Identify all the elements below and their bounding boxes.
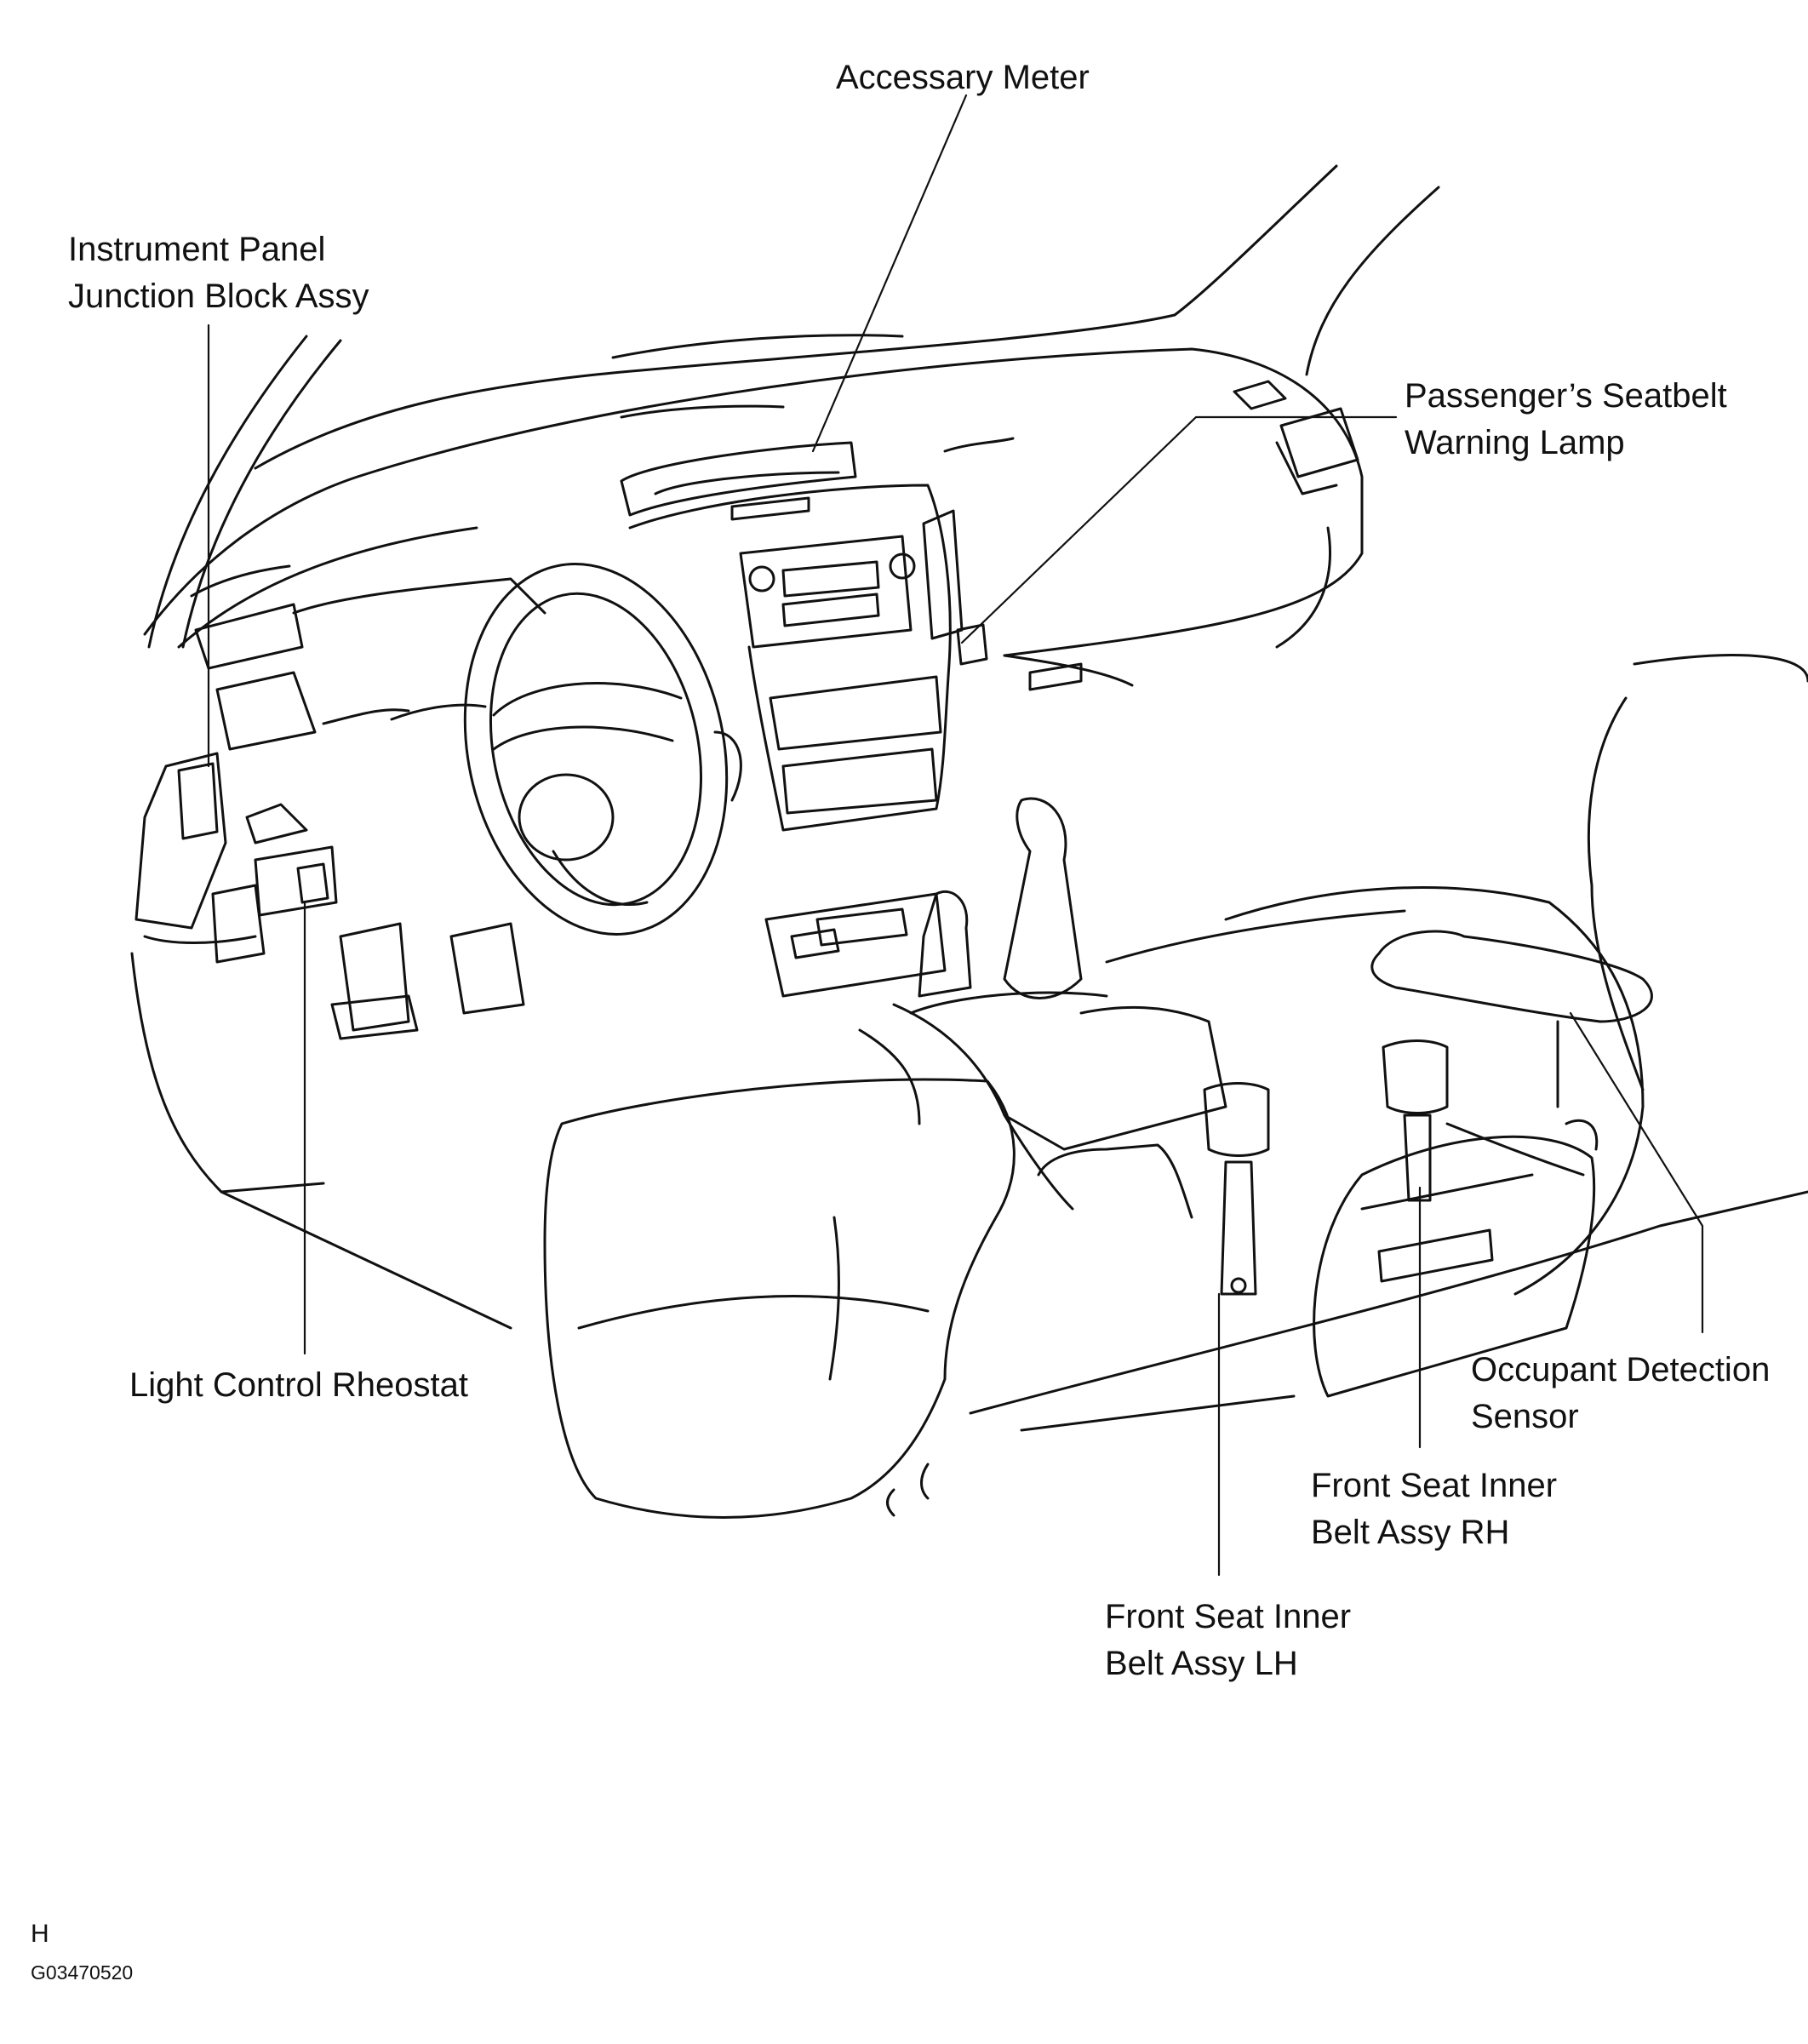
- label-junction-block: Instrument Panel Junction Block Assy: [68, 226, 369, 320]
- label-light-rheostat: Light Control Rheostat: [129, 1362, 468, 1409]
- dashboard-outline: [143, 334, 1364, 691]
- accessary-meter-housing: [620, 404, 857, 521]
- label-belt-lh: Front Seat Inner Belt Assy LH: [1105, 1594, 1351, 1687]
- label-occupant-sensor-line1: Occupant Detection: [1471, 1351, 1771, 1388]
- leader-lines: [207, 94, 1704, 1577]
- label-occupant-sensor: Occupant Detection Sensor: [1471, 1347, 1770, 1440]
- label-accessary-meter-text: Accessary Meter: [836, 59, 1090, 96]
- figure-code-text: G03470520: [31, 1961, 134, 1984]
- windshield-outline: [147, 164, 1440, 649]
- label-seatbelt-lamp: Passenger’s Seatbelt Warning Lamp: [1405, 373, 1727, 467]
- steering-wheel: [463, 563, 742, 936]
- view-letter-text: H: [31, 1920, 49, 1948]
- label-belt-rh-line2: Belt Assy RH: [1311, 1514, 1510, 1551]
- label-light-rheostat-text: Light Control Rheostat: [129, 1366, 469, 1404]
- label-belt-lh-line1: Front Seat Inner: [1105, 1598, 1352, 1635]
- label-occupant-sensor-line2: Sensor: [1471, 1398, 1579, 1435]
- label-junction-block-line2: Junction Block Assy: [68, 278, 369, 315]
- pedals: [330, 922, 525, 1040]
- leader-seatbelt-lamp: [960, 415, 1398, 644]
- label-junction-block-line1: Instrument Panel: [68, 231, 326, 268]
- occupant-detection-sensor: [1037, 930, 1653, 1219]
- label-seatbelt-lamp-line2: Warning Lamp: [1405, 424, 1625, 461]
- seatbelt-buckle-rh: [1382, 1039, 1449, 1202]
- junction-block-area: [134, 752, 338, 964]
- label-accessary-meter: Accessary Meter: [836, 54, 1090, 101]
- instrument-cluster: [190, 564, 546, 751]
- center-stack: [628, 484, 988, 832]
- label-belt-rh-line1: Front Seat Inner: [1311, 1467, 1558, 1504]
- view-letter: H: [31, 1919, 49, 1950]
- center-console: [858, 1003, 1227, 1211]
- figure-code: G03470520: [31, 1960, 133, 1985]
- label-seatbelt-lamp-line1: Passenger’s Seatbelt: [1405, 377, 1727, 415]
- passenger-seat: [1224, 654, 1808, 1398]
- driver-seat: [543, 1078, 1016, 1519]
- seatbelt-buckle-lh: [1203, 1082, 1270, 1296]
- leader-accessary-meter: [811, 94, 968, 453]
- label-belt-lh-line2: Belt Assy LH: [1105, 1645, 1298, 1682]
- shift-levers: [764, 797, 1108, 1015]
- leader-occupant-sensor: [1569, 1011, 1704, 1334]
- label-belt-rh: Front Seat Inner Belt Assy RH: [1311, 1463, 1557, 1556]
- floor-outline: [130, 909, 1808, 1432]
